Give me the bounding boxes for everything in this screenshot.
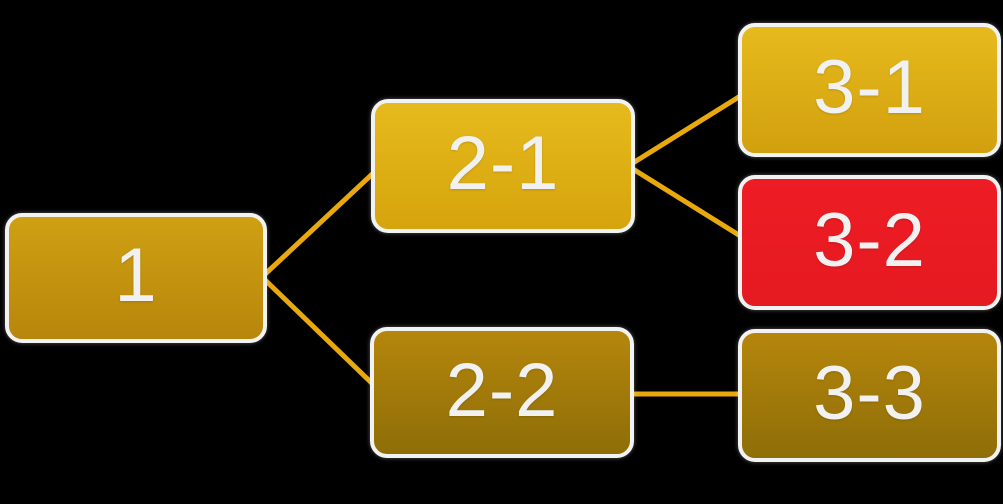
node-3-2-label: 3-2 xyxy=(813,197,926,283)
node-1: 1 xyxy=(5,213,267,343)
connector-1-to-2-1 xyxy=(259,162,385,280)
node-2-2-label: 2-2 xyxy=(445,347,559,433)
node-3-1: 3-1 xyxy=(738,23,1001,157)
node-3-3: 3-3 xyxy=(738,329,1001,462)
node-3-3-label: 3-3 xyxy=(813,350,926,436)
node-3-1-label: 3-1 xyxy=(813,45,926,130)
node-1-label: 1 xyxy=(114,233,158,318)
connector-2-1-to-3-1 xyxy=(625,87,753,169)
connector-2-1-to-3-2 xyxy=(625,163,753,245)
node-3-2: 3-2 xyxy=(738,175,1001,310)
node-2-1: 2-1 xyxy=(371,99,635,233)
node-2-2: 2-2 xyxy=(370,327,634,458)
connector-1-to-2-2 xyxy=(259,274,385,396)
node-2-1-label: 2-1 xyxy=(446,121,560,206)
